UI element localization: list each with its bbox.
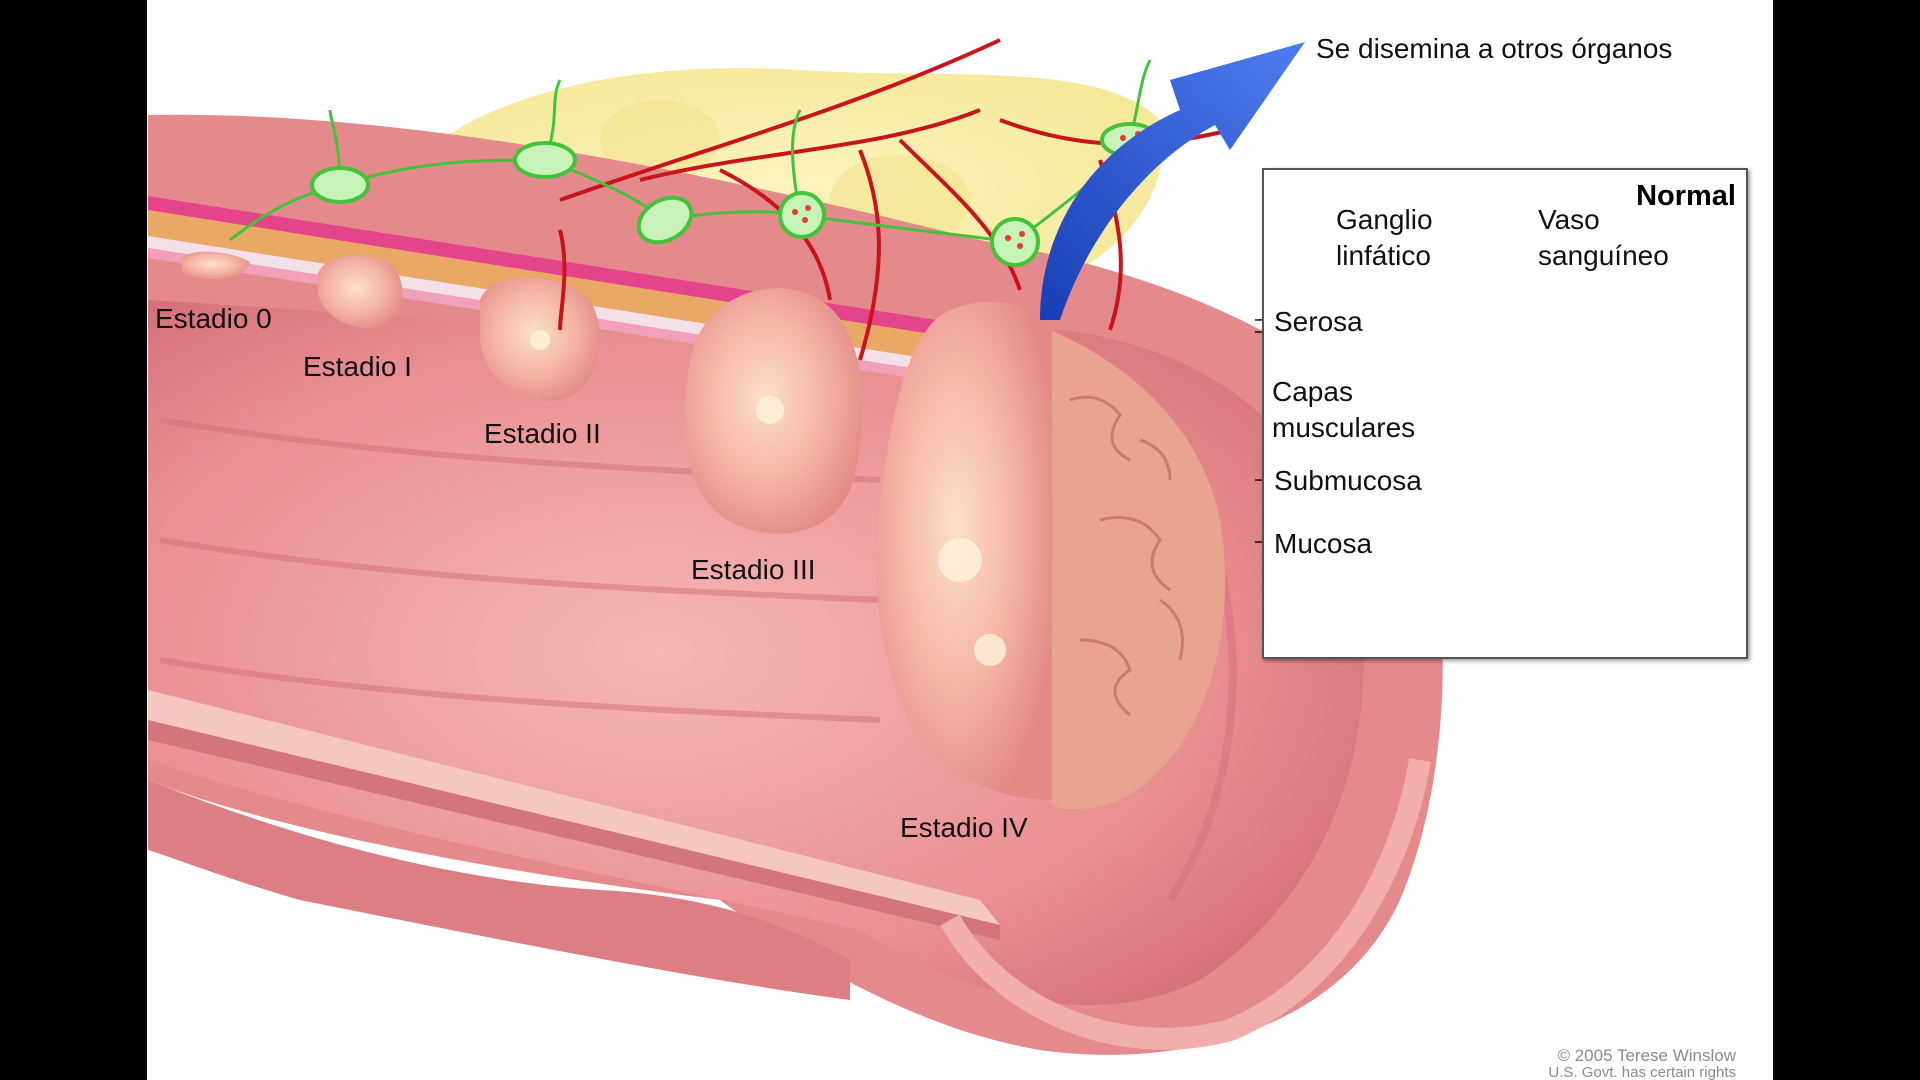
tumor-stage-0: [182, 251, 250, 280]
label-blood-vessel: Vaso sanguíneo: [1538, 204, 1669, 271]
label-mucosa: Mucosa: [1274, 528, 1373, 559]
normal-inset-panel: Normal: [1262, 168, 1748, 659]
tumor-stage-i: [318, 255, 403, 329]
cut-edge: [148, 690, 1000, 925]
label-stage-iii: Estadio III: [691, 554, 816, 585]
label-serosa: Serosa: [1274, 306, 1363, 337]
label-lymph-node: Ganglio linfático: [1336, 204, 1433, 271]
spread-arrow: [1040, 42, 1305, 320]
label-stage-i: Estadio I: [303, 351, 412, 382]
blood-vessels: [558, 38, 1231, 361]
tumor-stage-iv-section: [1050, 330, 1226, 810]
copyright-line-2: U.S. Govt. has certain rights: [1548, 1064, 1736, 1080]
copyright: © 2005 Terese Winslow U.S. Govt. has cer…: [1526, 1047, 1736, 1080]
lymph-nodes: [310, 122, 1160, 267]
inset-title: Normal: [1636, 180, 1736, 212]
label-stage-iv: Estadio IV: [900, 812, 1028, 843]
label-stage-ii: Estadio II: [484, 418, 601, 449]
label-submucosa: Submucosa: [1274, 465, 1422, 496]
label-stage-0: Estadio 0: [155, 303, 272, 334]
copyright-line-1: © 2005 Terese Winslow: [1557, 1046, 1736, 1065]
label-muscle-layers: Capas musculares: [1272, 376, 1416, 443]
label-spread: Se disemina a otros órganos: [1316, 33, 1673, 64]
